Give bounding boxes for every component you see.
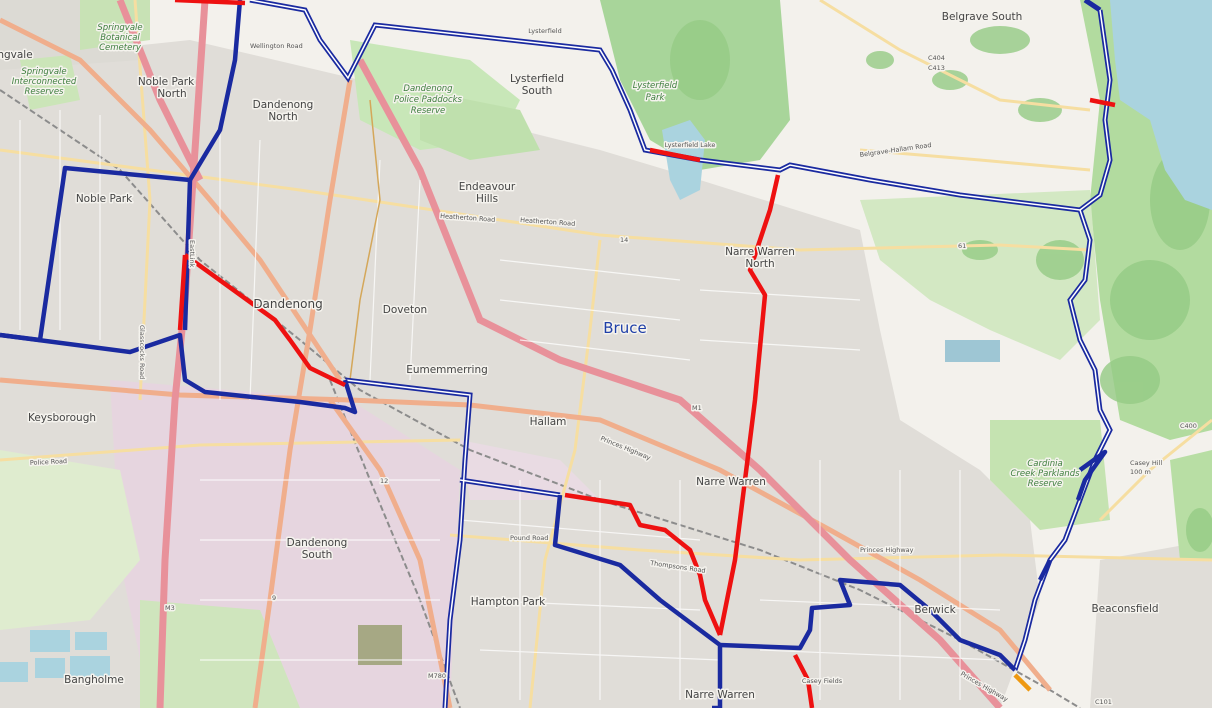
- label-noble-park-north-2: North: [157, 88, 186, 100]
- label-cardinia-creek-1: Cardinia: [1027, 459, 1062, 469]
- label-beaconsfield: Beaconsfield: [1091, 603, 1158, 615]
- label-noble-park-north-1: Noble Park: [138, 76, 195, 88]
- label-police-paddocks-2: Police Paddocks: [394, 95, 463, 105]
- cardinia-reservoir: [1110, 0, 1212, 210]
- label-springvale-botanical-3: Cemetery: [99, 43, 142, 53]
- label-lysterfield: Lysterfield: [528, 27, 562, 35]
- label-dandenong-north-1: Dandenong: [253, 99, 314, 111]
- label-lysterfield-south-1: Lysterfield: [510, 73, 564, 85]
- label-springvale: ngvale: [0, 49, 33, 61]
- label-police-paddocks-3: Reserve: [411, 106, 446, 116]
- label-hallam: Hallam: [530, 416, 567, 428]
- label-belgrave-south: Belgrave South: [942, 11, 1023, 23]
- label-route-m780: M780: [428, 672, 446, 680]
- boundary-blue: [0, 0, 1108, 708]
- label-route-9: 9: [272, 594, 276, 602]
- boundary-thin: [249, 0, 1113, 708]
- label-route-14: 14: [620, 236, 628, 244]
- electorate-label: Bruce: [603, 319, 646, 337]
- label-lysterfield-park-2: Park: [646, 93, 666, 103]
- lysterfield-lake: [662, 120, 705, 200]
- label-eumemmerring: Eumemmerring: [406, 364, 488, 376]
- label-route-61: 61: [958, 242, 966, 250]
- water-bodies: [662, 0, 1212, 362]
- label-route-c413: C413: [928, 64, 945, 72]
- park-labels: Dandenong Police Paddocks Reserve Lyster…: [10, 22, 1081, 491]
- label-glasscocks-road: Glasscocks Road: [138, 325, 146, 379]
- label-springvale-reserves-3: Reserves: [25, 87, 65, 97]
- label-route-c400: C400: [1180, 422, 1197, 430]
- label-berwick: Berwick: [914, 604, 956, 616]
- label-route-c404: C404: [928, 54, 945, 62]
- label-endeavour-hills-2: Hills: [476, 193, 498, 205]
- label-narre-warren: Narre Warren: [696, 476, 766, 488]
- suburb-labels: Noble Park North Dandenong North Lysterf…: [0, 10, 1160, 703]
- label-narre-warren-south: Narre Warren: [685, 689, 755, 701]
- label-lysterfield-lake: Lysterfield Lake: [665, 141, 716, 149]
- label-hampton-park: Hampton Park: [471, 596, 546, 608]
- label-springvale-reserves-1: Springvale: [21, 67, 66, 77]
- label-cardinia-creek-2: Creek Parklands: [1010, 469, 1080, 479]
- label-noble-park: Noble Park: [76, 193, 133, 205]
- label-casey-fields: Casey Fields: [802, 677, 843, 685]
- label-springvale-botanical-1: Springvale: [97, 23, 142, 33]
- label-route-12: 12: [380, 477, 388, 485]
- label-narre-warren-north-2: North: [745, 258, 774, 270]
- farmland: [0, 450, 402, 708]
- label-springvale-botanical-2: Botanical: [100, 33, 140, 43]
- label-lysterfield-park-1: Lysterfield: [633, 81, 678, 91]
- label-route-c101: C101: [1095, 698, 1112, 706]
- boundary-red: [174, 0, 1116, 708]
- label-cardinia-creek-3: Reserve: [1028, 479, 1063, 489]
- label-narre-warren-north-1: Narre Warren: [725, 246, 795, 258]
- label-eastlink: EastLink: [188, 240, 196, 268]
- label-endeavour-hills-1: Endeavour: [459, 181, 516, 193]
- treatment-ponds: [0, 630, 110, 682]
- label-dandenong-north-2: North: [268, 111, 297, 123]
- label-dandenong-south-1: Dandenong: [287, 537, 348, 549]
- label-casey-hill-2: 100 m: [1130, 468, 1151, 476]
- minor-streets: [19, 110, 1001, 700]
- label-springvale-reserves-2: Interconnected: [12, 77, 77, 87]
- label-doveton: Doveton: [383, 304, 427, 316]
- label-keysborough: Keysborough: [28, 412, 96, 424]
- creek: [349, 99, 381, 381]
- label-dandenong: Dandenong: [253, 297, 322, 311]
- label-route-m3: M3: [165, 604, 175, 612]
- label-police-road: Police Road: [30, 457, 68, 467]
- monash-freeway: [356, 58, 1003, 708]
- label-bangholme: Bangholme: [64, 674, 124, 686]
- label-casey-hill-1: Casey Hill: [1130, 459, 1162, 467]
- label-lysterfield-south-2: South: [522, 85, 553, 97]
- label-princes-hwy-2: Princes Highway: [860, 546, 914, 554]
- label-route-m1: M1: [692, 404, 702, 412]
- label-wellington-road: Wellington Road: [250, 42, 303, 50]
- label-police-paddocks-1: Dandenong: [403, 84, 453, 94]
- label-dandenong-south-2: South: [302, 549, 333, 561]
- label-pound-road: Pound Road: [510, 534, 548, 542]
